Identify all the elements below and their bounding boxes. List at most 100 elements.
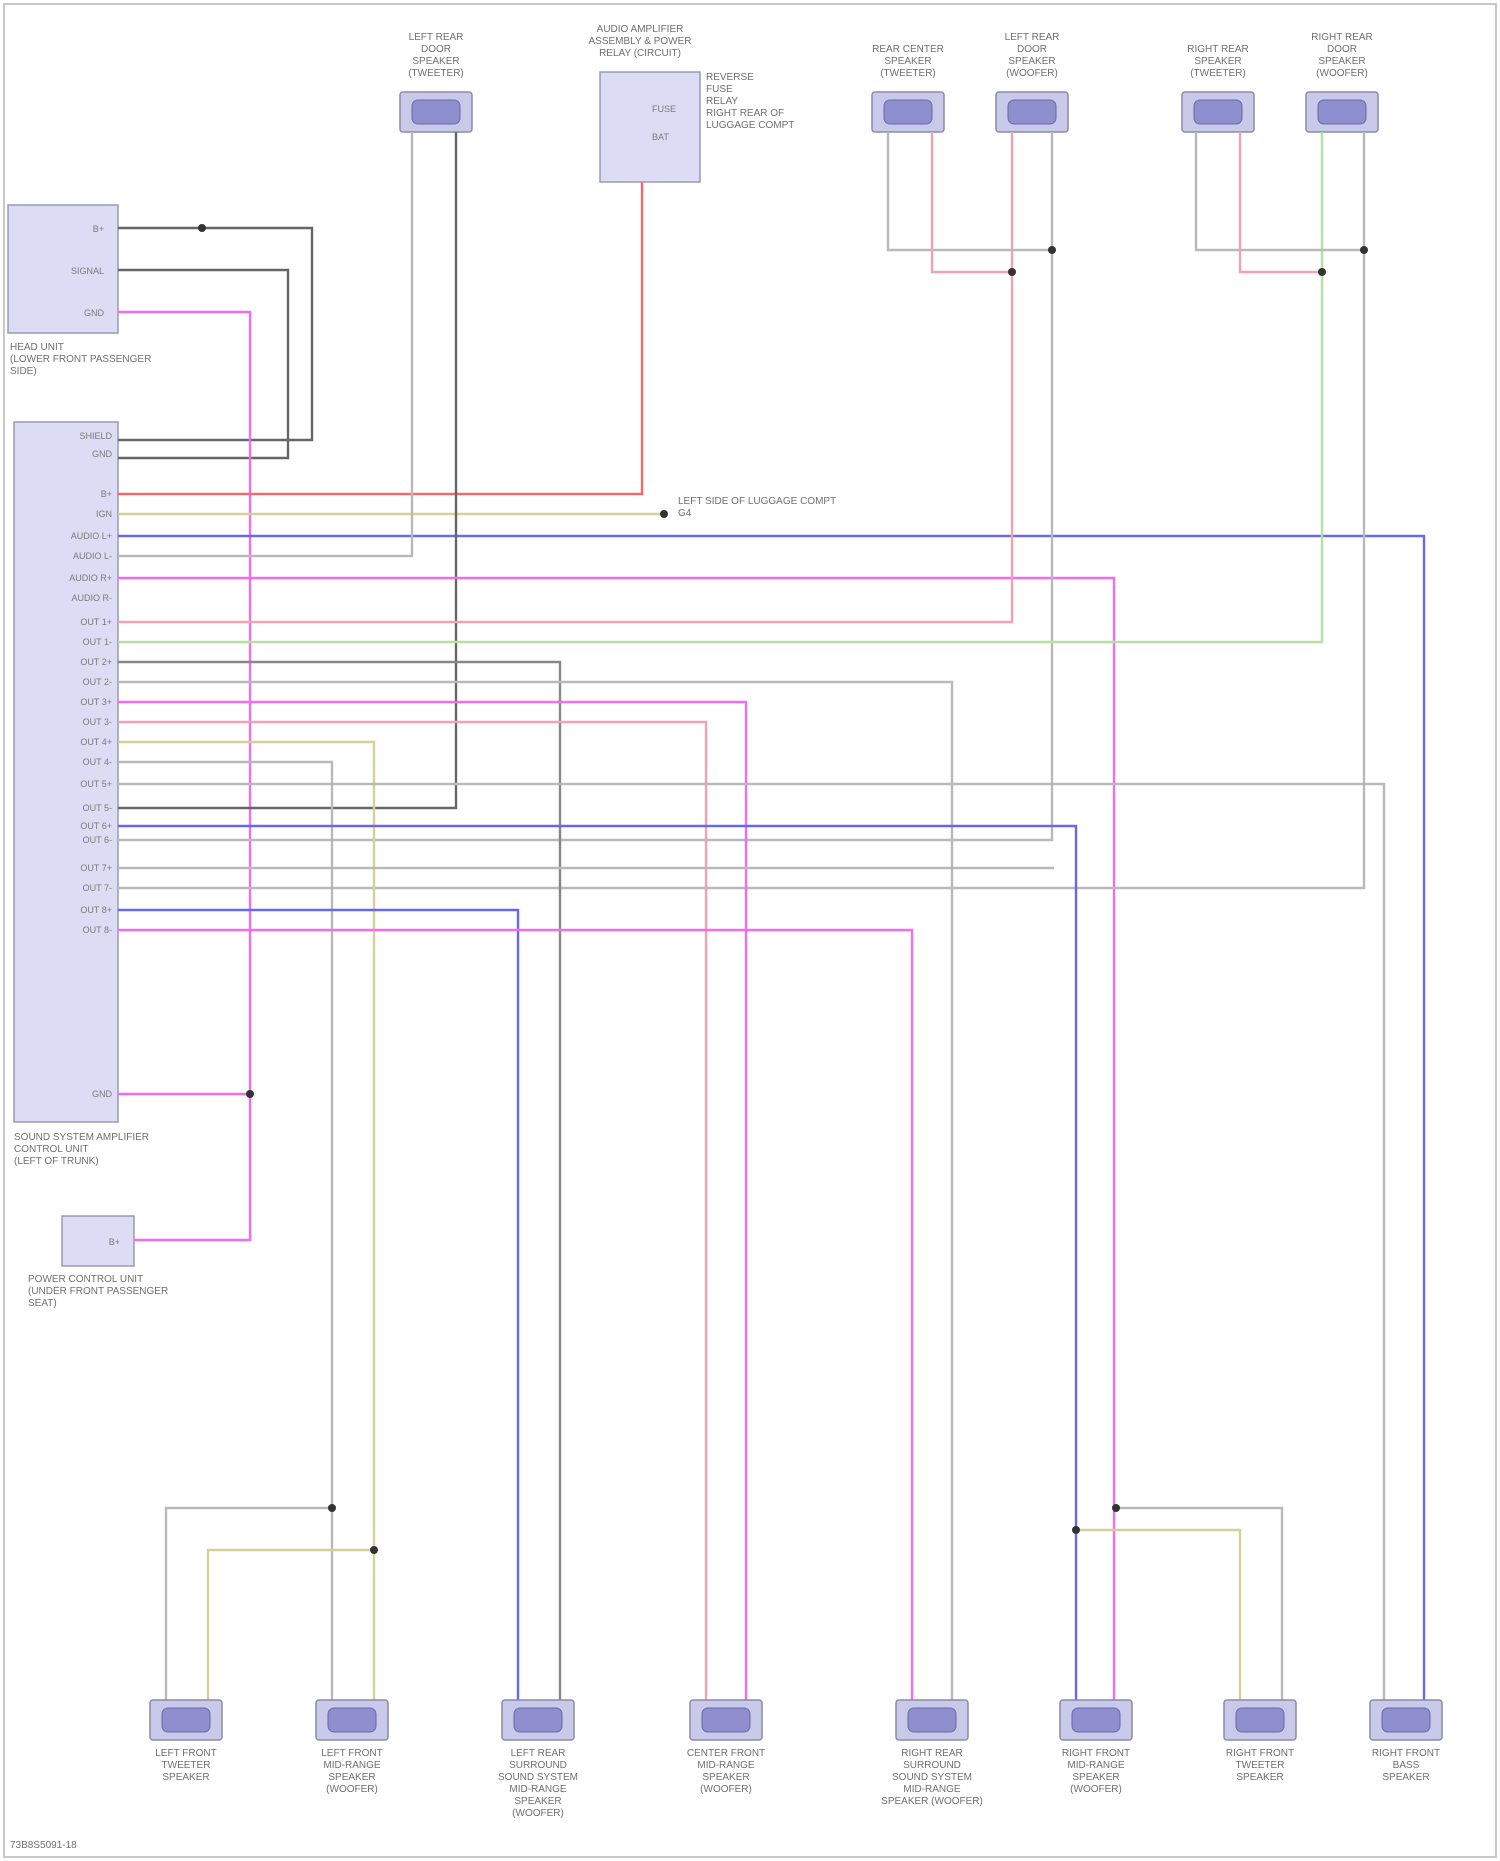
svg-text:RELAY: RELAY [706, 96, 738, 107]
amp-pin-label: OUT 5- [83, 803, 112, 813]
top-speaker-lrw: LEFT REAR DOOR SPEAKER (WOOFER) [996, 32, 1068, 132]
svg-text:LEFT REAR: LEFT REAR [511, 1748, 566, 1759]
top-speaker-rrt: RIGHT REAR SPEAKER (TWEETER) [1182, 44, 1254, 132]
bottom-speaker-b5: RIGHT REAR SURROUND SOUND SYSTEM MID-RAN… [881, 1700, 983, 1807]
bottom-speaker-b6: RIGHT FRONT MID-RANGE SPEAKER (WOOFER) [1060, 1700, 1132, 1795]
amp-pin-label: OUT 2+ [80, 657, 112, 667]
wire-lrs-neg2 [118, 132, 1052, 840]
svg-text:TWEETER: TWEETER [162, 1760, 211, 1771]
bottom-speaker-b4: CENTER FRONT MID-RANGE SPEAKER (WOOFER) [687, 1700, 765, 1795]
svg-text:SPEAKER (WOOFER): SPEAKER (WOOFER) [881, 1796, 983, 1807]
amp-pin-label: OUT 5+ [80, 779, 112, 789]
svg-text:B+: B+ [109, 1237, 120, 1247]
svg-text:SOUND SYSTEM AMPLIFIER: SOUND SYSTEM AMPLIFIER [14, 1132, 149, 1143]
svg-text:RIGHT FRONT: RIGHT FRONT [1226, 1748, 1294, 1759]
wire-out1-plus [118, 132, 1012, 622]
wire-hu-pwr [118, 312, 250, 1240]
svg-text:RIGHT FRONT: RIGHT FRONT [1372, 1748, 1440, 1759]
svg-text:(WOOFER): (WOOFER) [1070, 1784, 1122, 1795]
bottom-speaker-b7: RIGHT FRONT TWEETER SPEAKER [1224, 1700, 1296, 1783]
svg-text:(TWEETER): (TWEETER) [1190, 68, 1246, 79]
bottom-speaker-b2: LEFT FRONT MID-RANGE SPEAKER (WOOFER) [316, 1700, 388, 1795]
svg-text:SPEAKER: SPEAKER [1072, 1772, 1119, 1783]
wire-hu-bplus [118, 228, 312, 440]
wire-out8-minus [118, 930, 912, 1708]
amp-pin-label: OUT 1+ [80, 617, 112, 627]
svg-text:TWEETER: TWEETER [1236, 1760, 1285, 1771]
amp-pin-label: OUT 8- [83, 925, 112, 935]
amp-pin-label: OUT 2- [83, 677, 112, 687]
wire-lrd-pos [118, 132, 456, 808]
amp-pin-label: SHIELD [79, 431, 112, 441]
splice-dot [660, 510, 668, 518]
svg-text:RIGHT FRONT: RIGHT FRONT [1062, 1748, 1130, 1759]
bottom-speaker-b8: RIGHT FRONT BASS SPEAKER [1370, 1700, 1442, 1783]
svg-text:SPEAKER: SPEAKER [1318, 56, 1365, 67]
top-speaker-lrd: LEFT REAR DOOR SPEAKER (TWEETER) [400, 32, 472, 132]
amp-pin-label: GND [92, 449, 113, 459]
splice-dot [1008, 268, 1016, 276]
svg-text:SURROUND: SURROUND [903, 1760, 961, 1771]
svg-text:(TWEETER): (TWEETER) [408, 68, 464, 79]
splice-dot [328, 1504, 336, 1512]
amp-pin-label: OUT 7+ [80, 863, 112, 873]
svg-text:(WOOFER): (WOOFER) [512, 1808, 564, 1819]
svg-text:SPEAKER: SPEAKER [1236, 1772, 1283, 1783]
svg-text:CENTER FRONT: CENTER FRONT [687, 1748, 765, 1759]
amp-pin-label: B+ [101, 489, 112, 499]
amp-pin-label: OUT 1- [83, 637, 112, 647]
bottom-speaker-b3: LEFT REAR SURROUND SOUND SYSTEM MID-RANG… [498, 1700, 578, 1819]
amp-pin-label: OUT 3- [83, 717, 112, 727]
ground-label: LEFT SIDE OF LUGGAGE COMPT [678, 496, 836, 507]
svg-text:(WOOFER): (WOOFER) [1316, 68, 1368, 79]
top-speaker-rrw: RIGHT REAR DOOR SPEAKER (WOOFER) [1306, 32, 1378, 132]
svg-text:SPEAKER: SPEAKER [514, 1796, 561, 1807]
wire-harness [118, 132, 1424, 1708]
svg-text:RIGHT REAR OF: RIGHT REAR OF [706, 108, 784, 119]
amp-pin-label: OUT 6+ [80, 821, 112, 831]
wire-out5-minus [118, 762, 332, 1708]
svg-text:HEAD UNIT: HEAD UNIT [10, 342, 64, 353]
svg-text:CONTROL UNIT: CONTROL UNIT [14, 1144, 89, 1155]
svg-text:SIDE): SIDE) [10, 366, 37, 377]
svg-text:SPEAKER: SPEAKER [1382, 1772, 1429, 1783]
head-unit: B+ SIGNAL GND HEAD UNIT (LOWER FRONT PAS… [8, 205, 151, 377]
wire-audio-l-plus [118, 536, 1424, 1708]
svg-text:(WOOFER): (WOOFER) [700, 1784, 752, 1795]
svg-text:(WOOFER): (WOOFER) [1006, 68, 1058, 79]
svg-text:AUDIO AMPLIFIER: AUDIO AMPLIFIER [597, 24, 684, 35]
amp-pin-label: AUDIO L- [73, 551, 112, 561]
svg-text:SPEAKER: SPEAKER [328, 1772, 375, 1783]
amp-pin-label: OUT 4+ [80, 737, 112, 747]
svg-text:GND: GND [84, 308, 105, 318]
sound-system-amplifier: SHIELDGNDB+IGNAUDIO L+AUDIO L-AUDIO R+AU… [14, 422, 149, 1167]
svg-text:SPEAKER: SPEAKER [162, 1772, 209, 1783]
amp-pin-label: GND [92, 1089, 113, 1099]
svg-text:SURROUND: SURROUND [509, 1760, 567, 1771]
splice-dot [198, 224, 206, 232]
wire-out4-minus [118, 722, 706, 1708]
wire-lrd-neg [118, 132, 412, 556]
svg-text:(TWEETER): (TWEETER) [880, 68, 936, 79]
splice-dot [246, 1090, 254, 1098]
svg-text:BAT: BAT [652, 132, 669, 142]
amp-pin-label: AUDIO R+ [69, 573, 112, 583]
svg-text:B+: B+ [93, 224, 104, 234]
svg-text:MID-RANGE: MID-RANGE [509, 1784, 567, 1795]
top-speaker-label: LEFT REAR [409, 32, 464, 43]
svg-text:FUSE: FUSE [706, 84, 733, 95]
svg-text:(UNDER FRONT PASSENGER: (UNDER FRONT PASSENGER [28, 1286, 168, 1297]
svg-text:SEAT): SEAT) [28, 1298, 57, 1309]
bottom-speaker-row: LEFT FRONT TWEETER SPEAKER LEFT FRONT MI… [150, 1700, 1442, 1819]
top-speaker-label: RIGHT REAR [1187, 44, 1249, 55]
svg-text:DOOR: DOOR [421, 44, 451, 55]
amp-pin-label: OUT 6- [83, 835, 112, 845]
svg-text:REVERSE: REVERSE [706, 72, 754, 83]
splice-dot [1360, 246, 1368, 254]
top-speaker-label: LEFT REAR [1005, 32, 1060, 43]
amp-pin-label: AUDIO R- [72, 593, 113, 603]
svg-text:MID-RANGE: MID-RANGE [1067, 1760, 1125, 1771]
wire-out7-plus [118, 826, 1076, 1708]
wire-lf-tw-pos [208, 1550, 374, 1708]
svg-text:FUSE: FUSE [652, 104, 676, 114]
